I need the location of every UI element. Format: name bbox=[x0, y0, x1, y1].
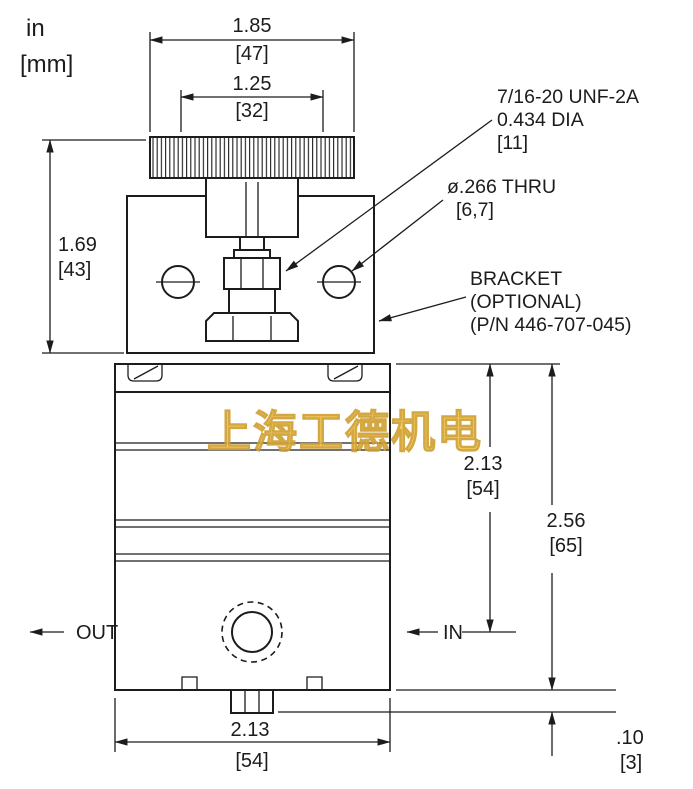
base-notches bbox=[181, 676, 323, 690]
dim-body-total-inch: 2.56 bbox=[547, 510, 586, 532]
adjustment-knob bbox=[149, 136, 355, 179]
bracket-callout-line1: BRACKET bbox=[470, 268, 562, 290]
dim-upper-height-mm: [43] bbox=[58, 259, 91, 281]
thread-callout-line2: 0.434 DIA bbox=[497, 109, 584, 131]
jam-nut-facets bbox=[240, 258, 264, 289]
watermark-text: 上海工德机电 bbox=[207, 408, 483, 457]
dim-base-inch: .10 bbox=[616, 727, 644, 749]
dim-bottom-width-mm: [54] bbox=[235, 750, 268, 772]
dim-body-total-mm: [65] bbox=[549, 535, 582, 557]
panel-nut-facets bbox=[232, 316, 272, 341]
dim-upper-assembly-height: 1.69 [43] bbox=[42, 139, 146, 354]
dim-body-upper-height: 2.13 [54] bbox=[462, 363, 516, 633]
knurled-knob bbox=[149, 136, 355, 179]
callout-through-hole: ø.266 THRU [6,7] bbox=[351, 176, 556, 272]
dim-knob-width-mm: [32] bbox=[235, 100, 268, 122]
in-label: IN bbox=[443, 622, 463, 644]
hole-callout-line2: [6,7] bbox=[456, 199, 494, 221]
bracket-callout-line2: (OPTIONAL) bbox=[470, 291, 582, 313]
port-bore bbox=[231, 611, 273, 653]
dim-top-width-mm: [47] bbox=[235, 43, 268, 65]
stem-collar bbox=[228, 288, 276, 314]
hole-callout-line1: ø.266 THRU bbox=[447, 176, 556, 198]
cap-screw-left bbox=[127, 365, 163, 382]
dim-body-width: 2.13 [54] bbox=[114, 698, 391, 772]
extension-lines bbox=[396, 363, 616, 691]
cap-screw-left-slot bbox=[133, 365, 159, 380]
dim-bottom-width-inch: 2.13 bbox=[231, 719, 270, 741]
stem-assembly bbox=[205, 236, 299, 342]
thread-callout-line3: [11] bbox=[497, 132, 528, 154]
jam-nut bbox=[223, 257, 281, 290]
cap-screw-right-slot bbox=[333, 365, 359, 380]
body-section-lines bbox=[115, 442, 390, 562]
washer bbox=[233, 249, 271, 259]
dim-knob-width-inch: 1.25 bbox=[233, 73, 272, 95]
regulator-body bbox=[114, 363, 391, 714]
panel-hex-nut bbox=[205, 312, 299, 342]
callout-thread-spec: 7/16-20 UNF-2A 0.434 DIA [11] bbox=[285, 86, 639, 272]
bonnet-housing bbox=[205, 177, 299, 238]
dim-top-width-inch: 1.85 bbox=[233, 15, 272, 37]
units-mm-label: [mm] bbox=[20, 51, 73, 78]
cap-screw-right bbox=[327, 365, 363, 382]
port-thread-circle bbox=[221, 601, 283, 663]
dim-body-upper-inch: 2.13 bbox=[464, 453, 503, 475]
thread-callout-line1: 7/16-20 UNF-2A bbox=[497, 86, 639, 108]
dim-upper-height-inch: 1.69 bbox=[58, 234, 97, 256]
leader-line bbox=[285, 119, 493, 272]
dim-body-upper-mm: [54] bbox=[466, 478, 499, 500]
dim-knob-outer-width: 1.85 [47] bbox=[149, 15, 355, 132]
stem bbox=[239, 236, 265, 251]
dim-knob-inner-width: 1.25 [32] bbox=[180, 73, 324, 132]
bottom-plug-facets bbox=[244, 690, 260, 713]
flow-label-in: IN bbox=[406, 622, 463, 644]
dim-base-mm: [3] bbox=[620, 752, 642, 774]
callout-bracket: BRACKET (OPTIONAL) (P/N 446-707-045) bbox=[378, 268, 632, 336]
units-label: in [mm] bbox=[20, 15, 73, 78]
bracket-callout-line3: (P/N 446-707-045) bbox=[470, 314, 632, 336]
leader-line bbox=[351, 199, 444, 272]
out-label: OUT bbox=[76, 622, 118, 644]
bottom-plug bbox=[230, 689, 274, 714]
dim-base-height: .10 [3] bbox=[278, 711, 644, 774]
extension-lines bbox=[42, 139, 146, 354]
flow-label-out: OUT bbox=[29, 622, 118, 644]
extension-lines bbox=[149, 32, 355, 132]
leader-line bbox=[378, 296, 467, 322]
units-inch-label: in bbox=[26, 15, 45, 42]
bonnet bbox=[205, 177, 299, 238]
dim-body-total-height: 2.56 [65] bbox=[396, 363, 616, 691]
adjusting-screw-lines bbox=[245, 182, 259, 237]
